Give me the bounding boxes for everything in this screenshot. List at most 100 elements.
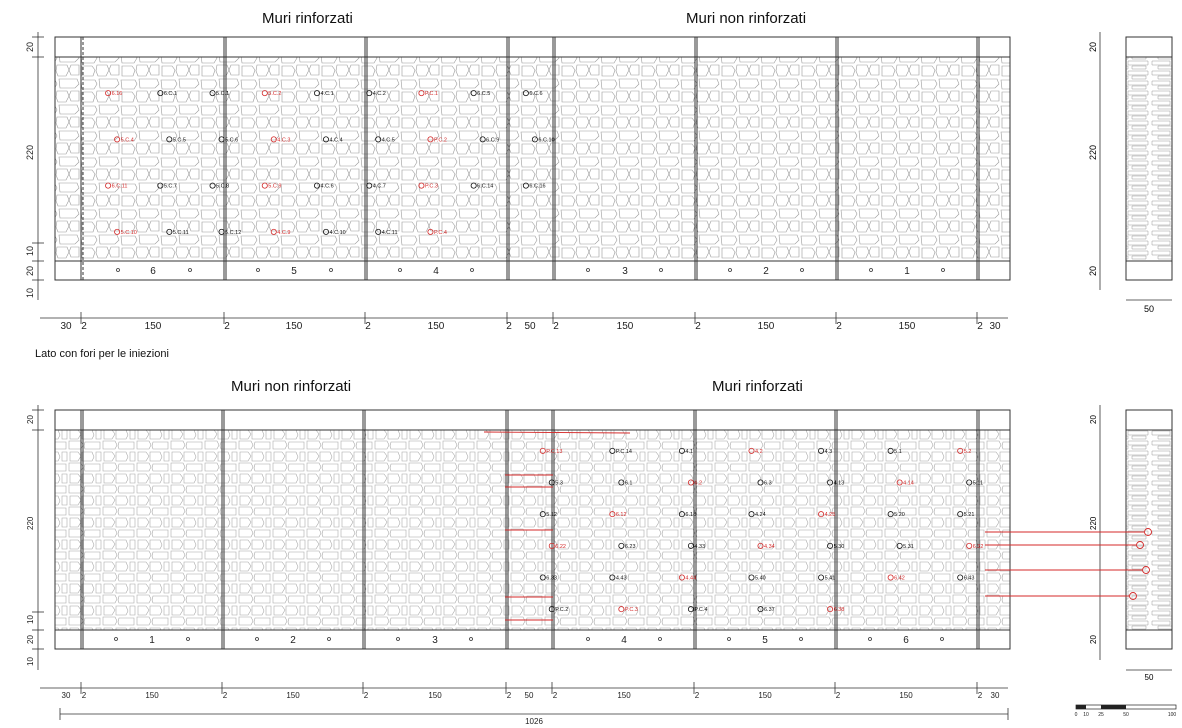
measurement-marker <box>887 574 894 581</box>
section-width: 50 <box>1145 673 1154 682</box>
top-wall-outline <box>54 36 1011 281</box>
measurement-label: 4.C.9 <box>277 230 290 236</box>
measurement-label: 6.C.11 <box>112 184 128 190</box>
top-elevation: 6 5 4 3 2 1 30 2 150 2 150 <box>25 32 1011 332</box>
bottom-left-dimensions <box>32 405 44 670</box>
measurement-label: 6.33 <box>546 576 557 582</box>
measurement-marker <box>757 606 764 613</box>
measurement-label: 6.C.16 <box>529 184 545 190</box>
top-dimension-line <box>40 312 1008 324</box>
measurement-label: 6.3 <box>764 481 772 487</box>
bottom-wall-outline <box>54 409 1011 650</box>
dim-value: 2 <box>224 321 230 332</box>
measurement-label: 5.11 <box>973 481 983 487</box>
measurement-label: P.C.2 <box>555 607 568 613</box>
bottom-bay-number-labels: 1 2 3 4 5 6 <box>149 635 909 646</box>
leader-lines <box>483 431 1144 621</box>
top-anchor-holes <box>116 268 945 272</box>
dim-value: 20 <box>25 266 35 276</box>
dim-value: 10 <box>26 657 35 666</box>
dim-value: 150 <box>145 321 162 332</box>
measurement-label: 4.13 <box>834 481 845 487</box>
dim-value: 150 <box>286 321 303 332</box>
measurement-label: 6.1 <box>625 481 633 487</box>
measurement-marker <box>609 447 616 454</box>
section-dim: 20 <box>1089 635 1098 644</box>
measurement-label: 6.12 <box>616 512 627 518</box>
top-wall-infill <box>55 57 1010 261</box>
measurement-label: 6.22 <box>555 544 566 550</box>
measurement-label: 5.C.8 <box>216 184 229 190</box>
dim-value: 10 <box>26 615 35 624</box>
measurement-label: 5.C.4 <box>121 137 134 143</box>
measurement-label: 4.C.7 <box>373 184 386 190</box>
measurement-marker <box>470 90 477 97</box>
measurement-label: 4.C.3 <box>277 137 290 143</box>
measurement-label: P.C.4 <box>694 607 707 613</box>
dim-value: 30 <box>60 321 72 332</box>
measurement-marker <box>375 228 382 235</box>
measurement-label: 5.C.6 <box>225 137 238 143</box>
measurement-marker <box>166 136 173 143</box>
measurement-marker <box>322 136 329 143</box>
measurement-marker <box>827 542 834 549</box>
bottom-bay-label: 4 <box>621 635 627 646</box>
measurement-label: 5.21 <box>964 512 975 518</box>
section-dim: 20 <box>1088 42 1098 52</box>
section-infill <box>1126 430 1172 630</box>
measurement-marker <box>818 447 825 454</box>
measurement-label: 6.32 <box>973 544 984 550</box>
measurement-label: 4.C.2 <box>373 91 386 97</box>
dim-value: 150 <box>286 691 300 700</box>
measurement-marker <box>887 447 894 454</box>
measurement-label: 5.C.12 <box>225 230 241 236</box>
measurement-marker <box>678 511 685 518</box>
measurement-marker <box>618 479 625 486</box>
bottom-anchor-holes <box>114 637 944 641</box>
measurement-label: 4.C.5 <box>382 137 395 143</box>
dim-value: 2 <box>695 691 700 700</box>
measurement-marker <box>470 182 477 189</box>
dim-value: 2 <box>364 691 369 700</box>
top-bay-label: 2 <box>763 266 769 277</box>
dim-value: 150 <box>428 321 445 332</box>
measurement-label: 5.41 <box>825 576 836 582</box>
section-outline <box>1125 409 1173 650</box>
dim-value: 220 <box>25 145 35 160</box>
measurement-label: 5.C.1 <box>216 91 229 97</box>
bottom-title-unreinforced: Muri non rinforzati <box>231 378 352 395</box>
measurement-label: 6.C.14 <box>477 184 493 190</box>
measurement-marker <box>827 606 834 613</box>
measurement-marker <box>618 542 625 549</box>
section-beam-lower <box>1125 260 1173 281</box>
measurement-marker <box>818 511 825 518</box>
measurement-label: P.C.2 <box>434 137 447 143</box>
measurement-marker <box>418 182 425 189</box>
measurement-marker <box>887 511 894 518</box>
measurement-label: 4.3 <box>825 449 833 455</box>
dim-value: 150 <box>617 691 631 700</box>
measurement-marker <box>678 447 685 454</box>
measurement-marker <box>548 479 555 486</box>
measurement-marker <box>609 511 616 518</box>
measurement-label: 6.C.6 <box>529 91 542 97</box>
measurement-label: 5.C.11 <box>173 230 189 236</box>
top-bay-number-labels: 6 5 4 3 2 1 <box>150 266 910 277</box>
measurement-label: 5.C.7 <box>164 184 177 190</box>
measurement-label: 6.38 <box>834 607 845 613</box>
top-left-dimensions <box>32 32 44 300</box>
bottom-bay-label: 3 <box>432 635 438 646</box>
dim-value: 2 <box>365 321 371 332</box>
dim-value: 2 <box>507 691 512 700</box>
section-beam-upper <box>1125 36 1173 58</box>
measurement-marker <box>539 511 546 518</box>
top-dimension-values: 30 2 150 2 150 2 150 2 50 2 150 2 150 2 … <box>60 321 1001 332</box>
top-bay-label: 1 <box>904 266 910 277</box>
measurement-marker <box>966 479 973 486</box>
total-length: 1026 <box>525 717 543 726</box>
measurement-marker <box>157 90 164 97</box>
measurement-marker <box>105 182 112 189</box>
measurement-label: 5.31 <box>903 544 914 550</box>
